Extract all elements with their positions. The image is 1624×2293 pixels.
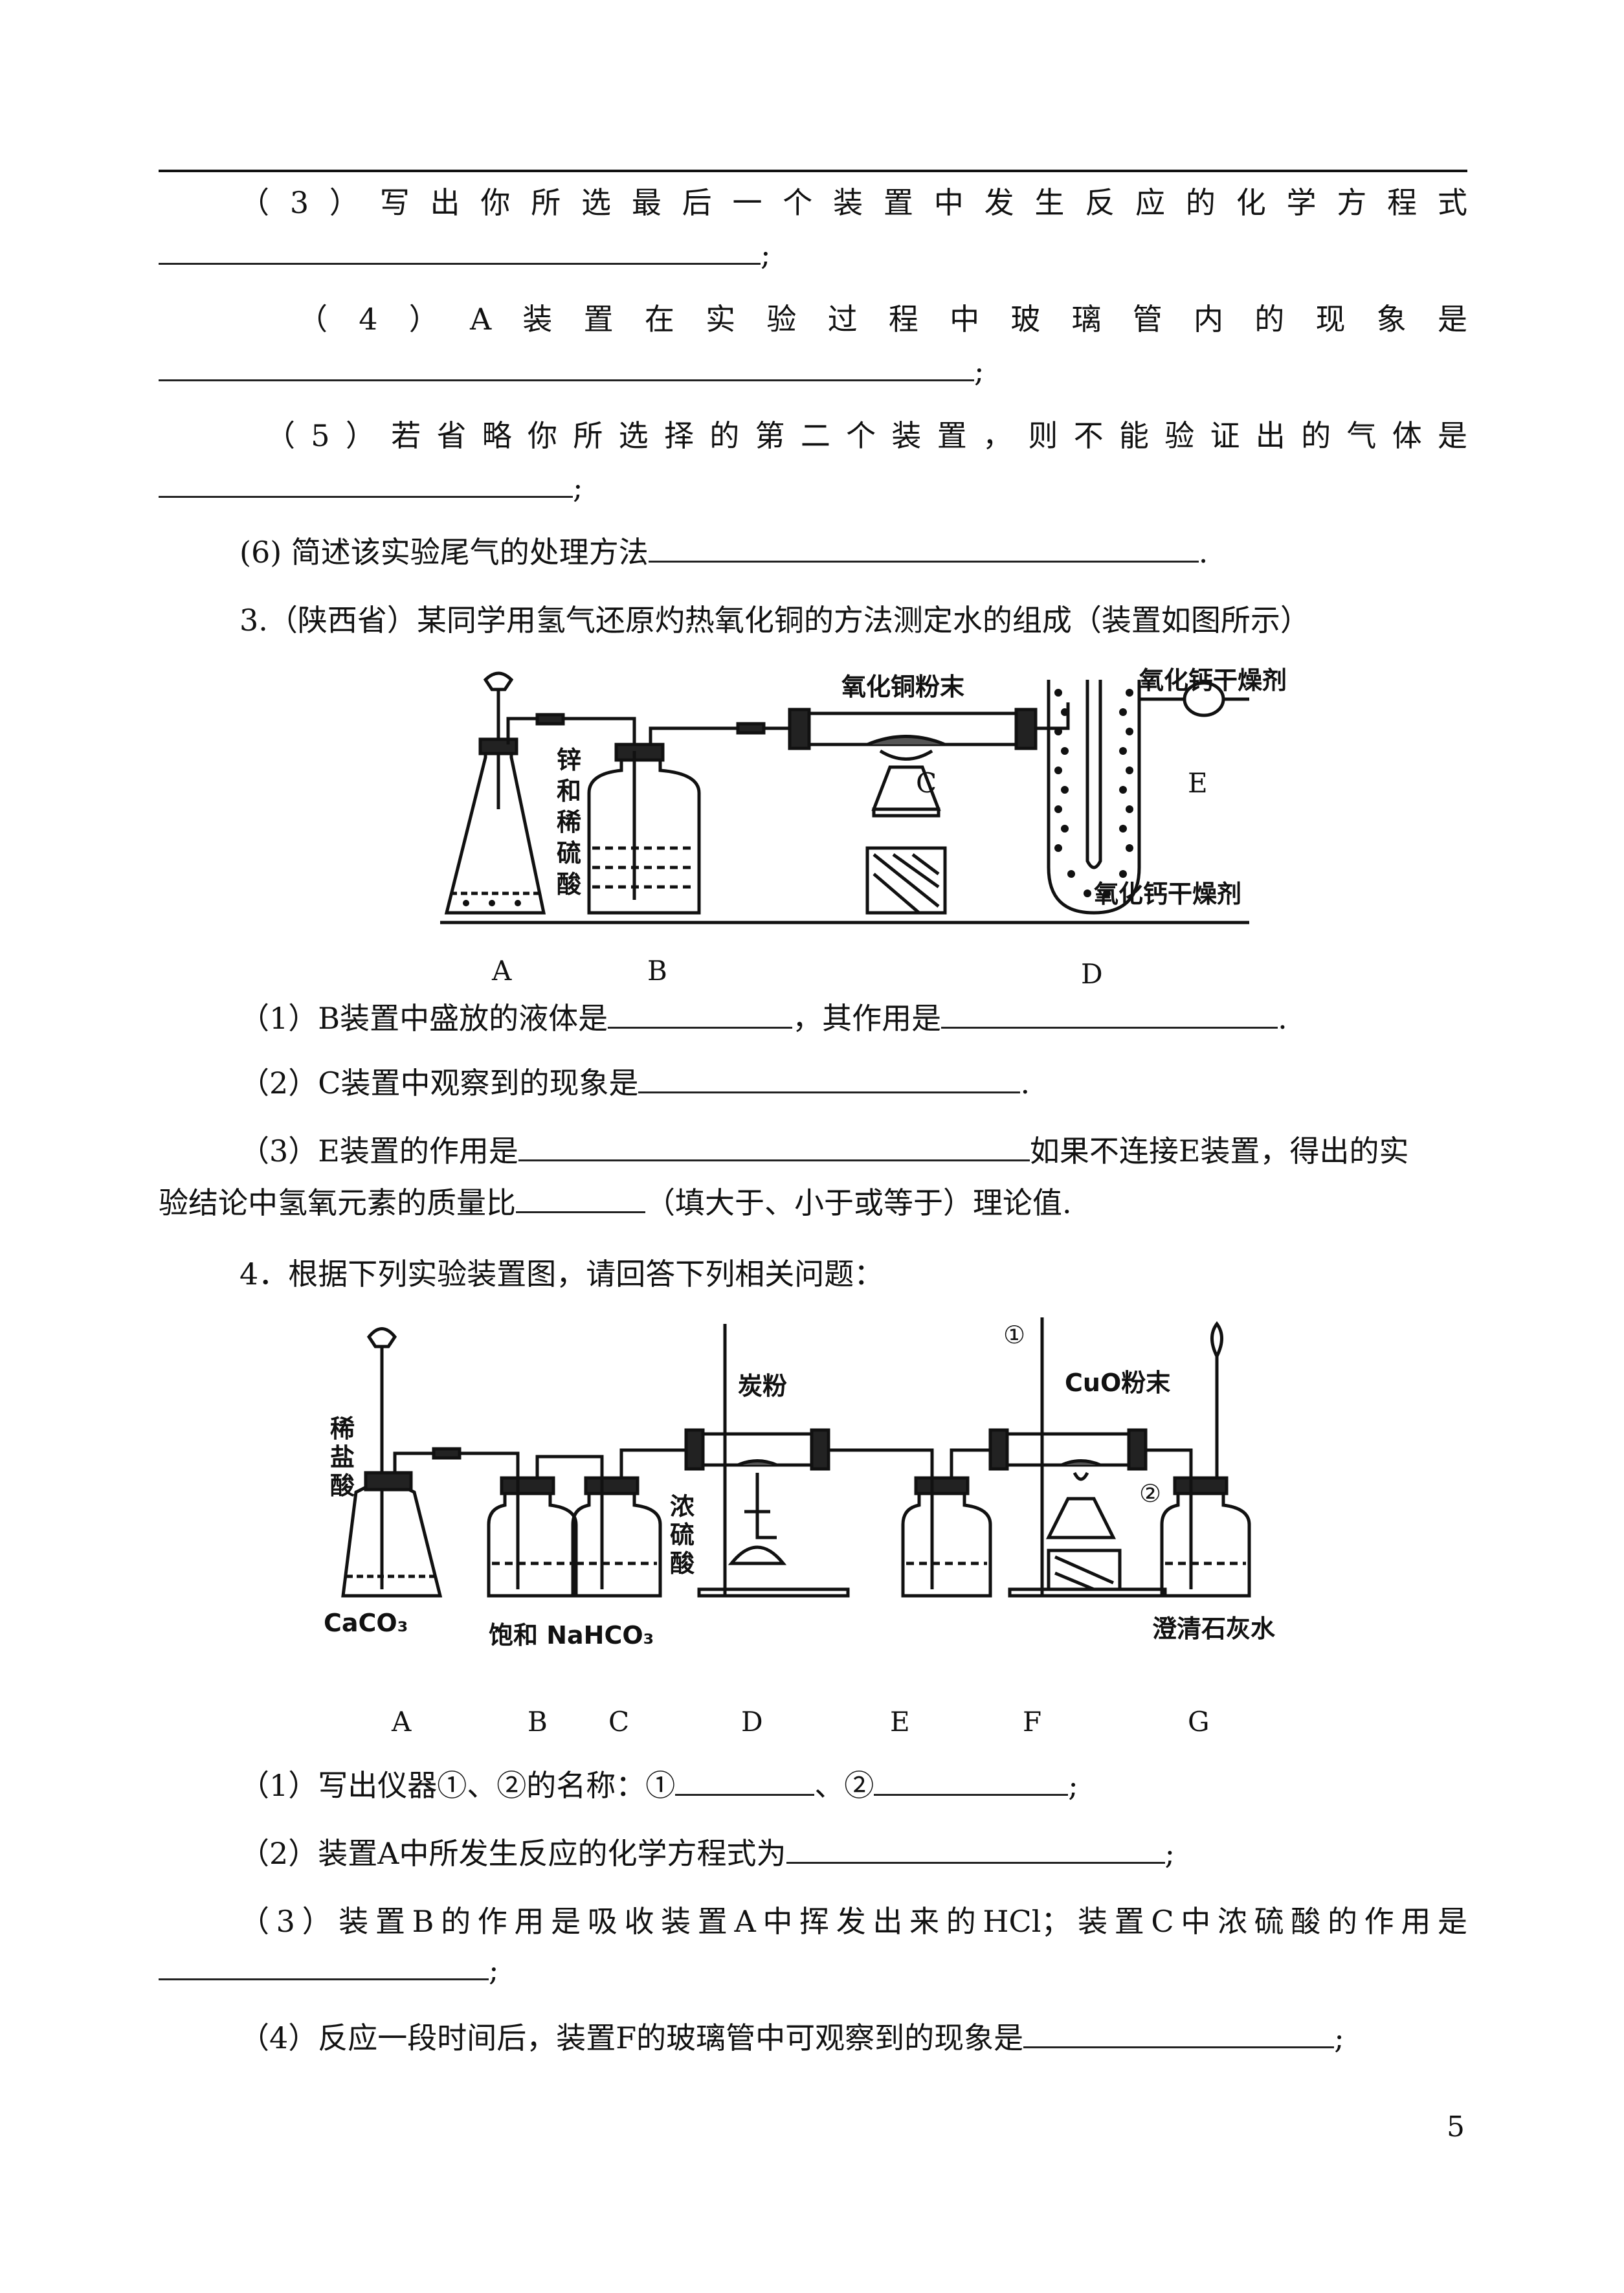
letter-a: A bbox=[392, 1706, 412, 1738]
q4-apparatus-drawing bbox=[341, 1317, 1251, 1598]
answer-blank[interactable] bbox=[518, 1130, 1030, 1161]
letter-c: C bbox=[916, 767, 937, 799]
q2-part3-answer: ; bbox=[159, 233, 1467, 276]
q3-sub3: （3）E装置的作用是如果不连接E装置，得出的实 bbox=[239, 1130, 1467, 1172]
q4-title: 4．根据下列实验装置图，请回答下列相关问题： bbox=[239, 1257, 884, 1292]
answer-blank[interactable] bbox=[1023, 2017, 1335, 2048]
label-nahco3: 饱和 NaHCO₃ bbox=[489, 1621, 654, 1650]
label-conc-h2so4: 浓硫酸 bbox=[670, 1492, 695, 1578]
q4-sub4: （4）反应一段时间后，装置F的玻璃管中可观察到的现象是; bbox=[239, 2017, 1467, 2059]
label-caco3: CaCO₃ bbox=[324, 1609, 408, 1637]
answer-blank[interactable] bbox=[638, 1062, 1021, 1093]
letter-e: E bbox=[890, 1706, 910, 1738]
q4-sub3: （3）装置B的作用是吸收装置A中挥发出来的HCl；装置C中浓硫酸的作用是 bbox=[239, 1904, 1467, 1939]
answer-blank[interactable] bbox=[941, 997, 1278, 1029]
q4-apparatus-figure: 稀盐酸 CaCO₃ 饱和 NaHCO₃ 浓硫酸 炭粉 ① CuO粉末 ② 澄清石… bbox=[317, 1317, 1320, 1738]
q4-sub2: （2）装置A中所发生反应的化学方程式为; bbox=[239, 1832, 1467, 1875]
q2-part5-answer: ; bbox=[159, 466, 1467, 509]
label-limewater: 澄清石灰水 bbox=[1152, 1615, 1276, 1643]
answer-blank[interactable] bbox=[608, 997, 793, 1029]
answer-blank[interactable] bbox=[159, 233, 761, 265]
letter-g: G bbox=[1188, 1706, 1210, 1738]
q2-part4-answer: ; bbox=[159, 350, 1467, 392]
q4-sub3-answer: ; bbox=[159, 1949, 1467, 1991]
letter-f: F bbox=[1023, 1706, 1042, 1738]
q3-sub1: （1）B装置中盛放的液体是，其作用是. bbox=[239, 997, 1467, 1040]
letter-a: A bbox=[492, 955, 512, 987]
answer-blank[interactable] bbox=[675, 1764, 815, 1796]
q3-sub3-cont: 验结论中氢氧元素的质量比（填大于、小于或等于）理论值. bbox=[159, 1181, 1467, 1224]
label-instrument-1: ① bbox=[1003, 1321, 1026, 1349]
q2-part3-text: （3）写出你所选最后一个装置中发生反应的化学方程式 bbox=[239, 185, 1467, 220]
q4-sub1: （1）写出仪器①、②的名称：①、②; bbox=[239, 1764, 1467, 1807]
page-number: 5 bbox=[1447, 2110, 1465, 2143]
header-rule bbox=[159, 170, 1467, 172]
answer-blank[interactable] bbox=[516, 1181, 645, 1213]
answer-blank[interactable] bbox=[874, 1764, 1069, 1796]
label-cao-desiccant-top: 氧化钙干燥剂 bbox=[1139, 666, 1287, 695]
answer-blank[interactable] bbox=[159, 350, 974, 381]
label-cao-desiccant-bottom: 氧化钙干燥剂 bbox=[1094, 880, 1242, 908]
q3-title: 3.（陕西省）某同学用氢气还原灼热氧化铜的方法测定水的组成（装置如图所示） bbox=[239, 603, 1310, 638]
label-carbon-powder: 炭粉 bbox=[738, 1372, 788, 1400]
label-instrument-2: ② bbox=[1139, 1479, 1162, 1508]
q2-part4-text: （4）A装置在实验过程中玻璃管内的现象是 bbox=[298, 302, 1467, 337]
letter-c: C bbox=[608, 1706, 630, 1738]
label-dilute-hcl: 稀盐酸 bbox=[330, 1415, 355, 1500]
letter-e: E bbox=[1188, 767, 1208, 799]
label-cuo-powder: CuO粉末 bbox=[1065, 1369, 1171, 1397]
q3-sub2: （2）C装置中观察到的现象是. bbox=[239, 1062, 1467, 1104]
answer-blank[interactable] bbox=[786, 1832, 1165, 1864]
q2-part6: (6) 简述该实验尾气的处理方法. bbox=[239, 531, 1467, 574]
label-copper-oxide: 氧化铜粉末 bbox=[841, 673, 965, 701]
letter-b: B bbox=[528, 1706, 548, 1738]
answer-blank[interactable] bbox=[159, 1949, 489, 1980]
q3-apparatus-figure: 氧化铜粉末 氧化钙干燥剂 氧化钙干燥剂 锌和稀硫酸 C E A B D bbox=[427, 654, 1287, 990]
answer-blank[interactable] bbox=[648, 531, 1199, 563]
q2-part5-text: （5）若省略你所选择的第二个装置，则不能验证出的气体是 bbox=[265, 418, 1467, 453]
letter-d: D bbox=[1081, 958, 1103, 990]
letter-d: D bbox=[741, 1706, 763, 1738]
q3-apparatus-drawing bbox=[440, 671, 1249, 924]
label-zinc-acid: 锌和稀硫酸 bbox=[557, 746, 582, 899]
letter-b: B bbox=[647, 955, 667, 987]
answer-blank[interactable] bbox=[159, 466, 573, 498]
